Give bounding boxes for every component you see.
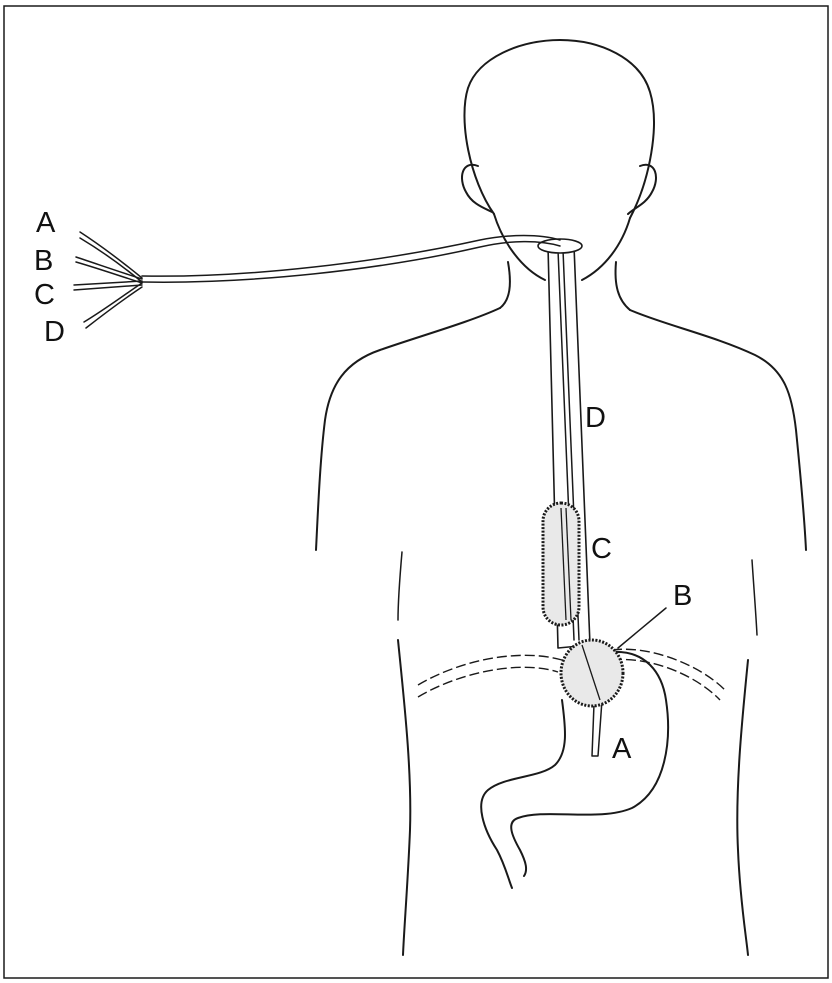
port-c-label: C <box>34 279 55 311</box>
left-armpit <box>398 552 402 620</box>
right-torso <box>737 660 748 955</box>
gastric-balloon <box>561 640 623 706</box>
tube-tip-label: A <box>612 733 632 765</box>
chin <box>494 214 545 280</box>
diaphragm-lower <box>418 667 558 697</box>
figure-frame <box>4 6 828 978</box>
leader-line-b <box>618 608 666 648</box>
gastric-balloon-shape <box>561 640 623 706</box>
port-b-tube-2 <box>76 262 142 283</box>
diaphragm-right-lower <box>612 659 720 700</box>
neck-right <box>616 262 630 310</box>
neck-left <box>500 262 510 308</box>
port-a-label: A <box>36 207 56 239</box>
left-torso <box>398 640 410 955</box>
diaphragm-right-upper <box>612 649 725 690</box>
left-shoulder <box>316 308 500 550</box>
right-shoulder <box>630 310 806 550</box>
jaw-right <box>582 218 630 280</box>
esophageal-balloon <box>543 503 579 625</box>
esophageal-balloon-label: C <box>591 533 612 565</box>
lumen-d-label: D <box>585 402 606 434</box>
port-c-tube <box>74 281 142 285</box>
gastric-balloon-label: B <box>673 580 692 612</box>
port-d-label: D <box>44 316 65 348</box>
port-b-label: B <box>34 245 53 277</box>
head-outline <box>464 40 653 218</box>
port-b-tube <box>76 257 142 279</box>
right-armpit <box>752 560 757 635</box>
port-d-tube-2 <box>86 287 142 328</box>
port-a-tube <box>80 232 142 278</box>
